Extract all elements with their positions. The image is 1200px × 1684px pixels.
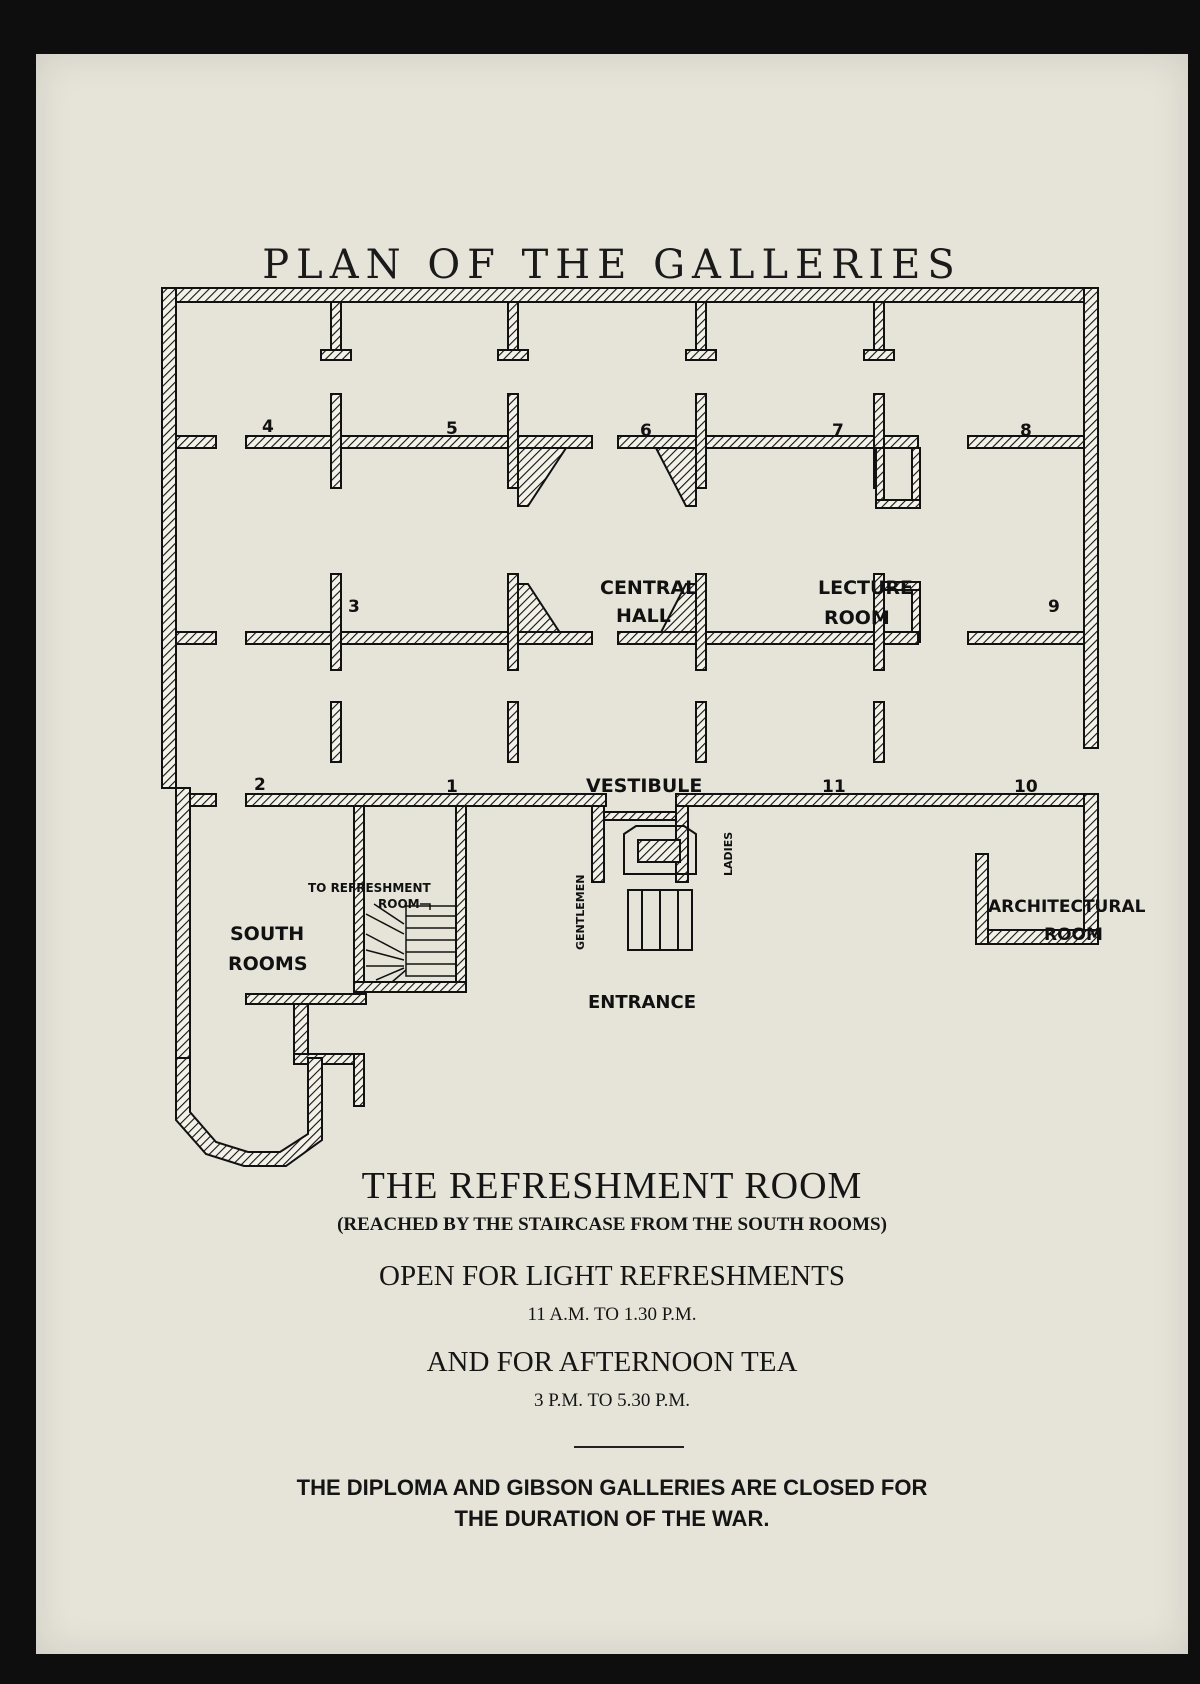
ladies-label: LADIES — [722, 832, 735, 876]
room-number-4: 4 — [262, 417, 274, 437]
to-refreshment-room-label-1: TO REFRESHMENT — [308, 881, 432, 895]
room-number-11: 11 — [822, 777, 846, 797]
staircase-detail — [365, 903, 457, 983]
afternoon-tea-hours: 3 P.M. TO 5.30 P.M. — [533, 1390, 691, 1411]
afternoon-tea-heading: AND FOR AFTERNOON TEA — [426, 1346, 798, 1378]
closed-galleries-note: THE DIPLOMA AND GIBSON GALLERIES ARE CLO… — [36, 1472, 1188, 1534]
light-refreshments-hours: 11 A.M. TO 1.30 P.M. — [527, 1304, 697, 1325]
entrance-detail — [623, 825, 697, 951]
divider-rule — [574, 1446, 684, 1448]
refreshment-arrow-icon — [420, 903, 431, 910]
south-rooms-label-1: SOUTH — [230, 923, 304, 945]
closed-note-line-2: THE DURATION OF THE WAR. — [454, 1506, 770, 1531]
room-number-5: 5 — [446, 419, 458, 439]
lecture-room-label-2: ROOM — [824, 607, 890, 629]
lecture-room-label-1: LECTURE — [818, 577, 913, 599]
to-refreshment-room-label-2: ROOM — [378, 897, 420, 911]
refreshment-room-subheading: (REACHED BY THE STAIRCASE FROM THE SOUTH… — [337, 1214, 887, 1235]
gentlemen-label: GENTLEMEN — [574, 875, 587, 950]
room-number-1: 1 — [446, 777, 458, 797]
entrance-label: ENTRANCE — [588, 992, 696, 1013]
room-number-3: 3 — [348, 597, 360, 617]
room-number-8: 8 — [1020, 421, 1032, 441]
room-number-6: 6 — [640, 421, 652, 441]
central-hall-label-2: HALL — [616, 605, 671, 627]
central-hall-label-1: CENTRAL — [600, 577, 697, 599]
plan-walls — [161, 287, 1099, 1167]
room-number-7: 7 — [832, 421, 844, 441]
page-title: PLAN OF THE GALLERIES — [262, 242, 962, 288]
room-number-10: 10 — [1014, 777, 1038, 797]
gallery-floor-plan: 4 5 6 7 8 3 9 2 1 11 10 CENTRAL HALL LEC… — [161, 287, 1146, 1167]
vestibule-label: VESTIBULE — [586, 775, 702, 797]
architectural-room-label-2: ROOM — [1044, 925, 1103, 945]
closed-note-line-1: THE DIPLOMA AND GIBSON GALLERIES ARE CLO… — [296, 1475, 928, 1500]
programme-page: PLAN OF THE GALLERIES — [36, 54, 1188, 1654]
refreshment-room-heading: THE REFRESHMENT ROOM — [361, 1165, 863, 1207]
room-number-9: 9 — [1048, 597, 1060, 617]
room-number-2: 2 — [254, 775, 266, 795]
south-rooms-label-2: ROOMS — [228, 953, 308, 975]
architectural-room-label-1: ARCHITECTURAL — [988, 897, 1146, 917]
light-refreshments-heading: OPEN FOR LIGHT REFRESHMENTS — [379, 1260, 845, 1292]
